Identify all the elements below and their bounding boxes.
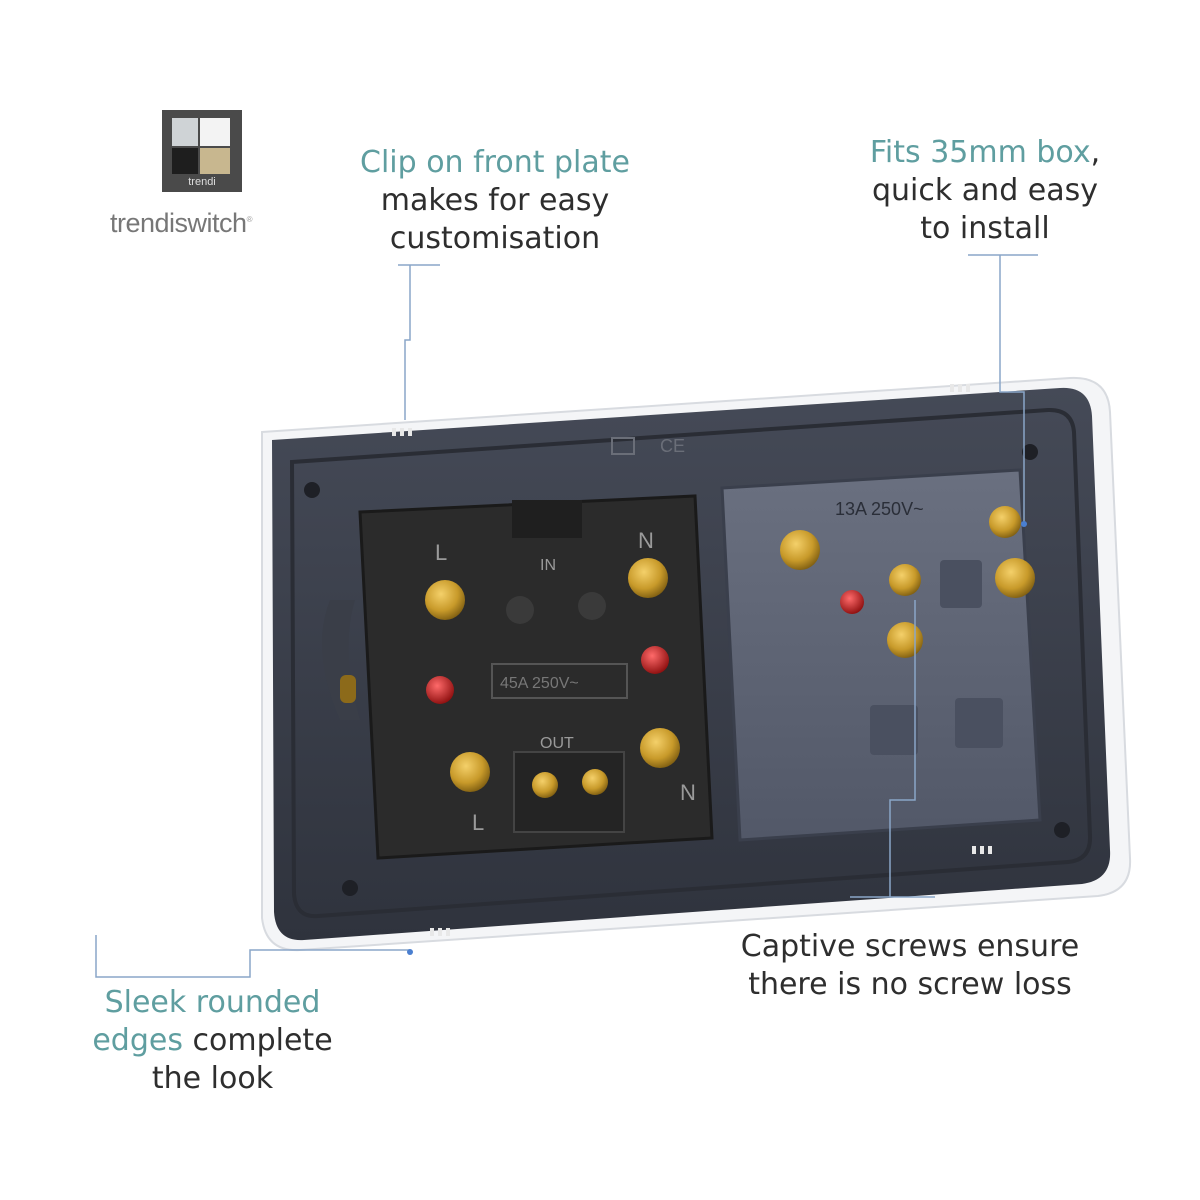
callout-sleek-accent2: edges [92,1023,183,1058]
callout-fits-accent: Fits 35mm box [869,135,1091,170]
shutter-pad-right [955,698,1003,748]
callout-fits-35mm-box: Fits 35mm box, quick and easy to install [850,134,1120,248]
callout-sleek-accent1: Sleek rounded [104,985,321,1020]
earth-terminal-block [513,751,625,833]
callout-sleek-line3: the look [151,1061,274,1096]
boss-right [578,592,606,620]
screw-right-top [989,506,1021,538]
right-rating-text: 13A 250V~ [835,499,924,519]
top-clip-tab [512,500,582,538]
callout-captive-screws: Captive screws ensure there is no screw … [720,928,1100,1004]
corner-hole-bottom-right [1054,822,1070,838]
shutter-pad-top [940,560,982,608]
screw-left-neutral-out [640,728,680,768]
screw-left-live-out [450,752,490,792]
leader-sleek [95,935,410,978]
leader-dot-sleek [407,949,413,955]
brand-logo-badge: trendi [162,110,242,192]
side-clip-slot [340,675,356,703]
callout-captive-line1: Captive screws ensure [740,929,1080,964]
shutter-pad-left [870,705,918,755]
screw-right-earth [887,622,923,658]
logo-tile-black [172,148,198,174]
callout-clip-on-front-plate: Clip on front plate makes for easy custo… [330,144,660,258]
callout-fits-punct: , [1090,135,1101,170]
left-live-top-label: L [435,540,447,565]
screw-left-live-in [425,580,465,620]
callout-clip-line3: customisation [389,221,601,256]
callout-fits-line2: quick and easy [872,173,1098,208]
callout-captive-line2: there is no screw loss [748,967,1072,1002]
screw-right-red [641,646,669,674]
screw-left-red [426,676,454,704]
leader-fits [999,255,1025,522]
callout-sleek-rounded-edges: Sleek rounded edges complete the look [80,984,345,1098]
leader-clip [404,265,411,420]
logo-tile-white [200,118,230,146]
brand-wordmark-text: trendiswitch [110,208,247,238]
left-in-label: IN [540,557,556,574]
callout-sleek-rest2: complete [182,1023,333,1058]
brand-wordmark: trendiswitch® [110,208,253,239]
left-neutral-bottom-label: N [680,780,696,805]
boss-left [506,596,534,624]
callout-fits-line3: to install [920,211,1050,246]
registered-mark: ® [246,215,253,224]
screw-right-red-marker [840,590,864,614]
left-live-bottom-label: L [472,810,484,835]
left-out-label: OUT [540,735,574,752]
left-neutral-top-label: N [638,528,654,553]
left-rating-box [491,663,628,699]
ce-mark: CE [660,436,685,456]
screw-right-live [780,530,820,570]
leader-captive [889,600,916,897]
logo-tile-gold [200,148,230,174]
corner-hole-bottom-left [342,880,358,896]
callout-clip-line2: makes for easy [380,183,610,218]
logo-badge-text: trendi [188,176,216,188]
approval-mark [611,437,635,455]
screw-right-neutral [995,558,1035,598]
screw-left-neutral-in [628,558,668,598]
logo-tile-grey [172,118,198,146]
screw-earth-2 [582,769,608,795]
screw-right-earth-top [889,564,921,596]
clip-notches [392,384,992,936]
callout-clip-accent: Clip on front plate [360,145,630,180]
frame-inner-rim [289,407,1093,919]
corner-hole-top-left [304,482,320,498]
screw-earth-1 [532,772,558,798]
left-rating-text: 45A 250V~ [500,675,579,692]
corner-hole-top-right [1022,444,1038,460]
leader-dot-fits [1021,521,1027,527]
leader-lines [95,254,1038,978]
